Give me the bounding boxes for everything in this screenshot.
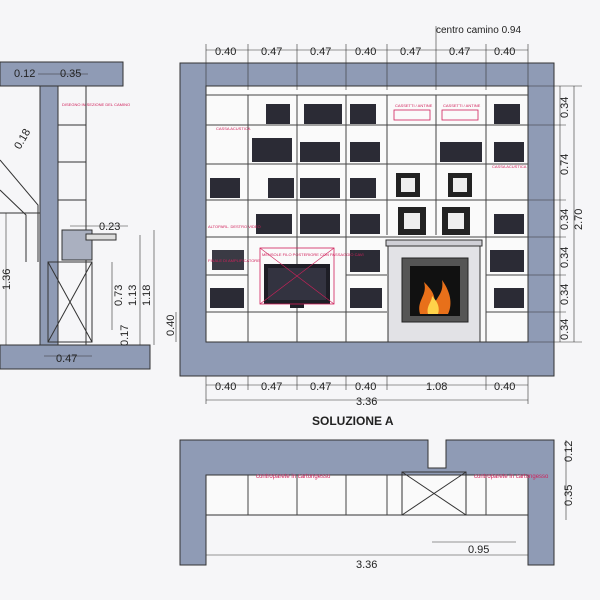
plan-dim-total: 3.36 (356, 559, 377, 571)
plan-label-left: controparete in cartongesso (256, 474, 331, 480)
dim-section-047: 0.47 (56, 353, 77, 365)
right-dimension-chain (528, 85, 582, 343)
plan-wall (179, 439, 555, 566)
section-floor-slab (0, 344, 151, 370)
section-note-line1: DISEGNO IN SEZIONE DEL CAMINO (62, 102, 130, 107)
dim-right-5: 0.34 (559, 284, 571, 305)
section-back-wall (39, 85, 59, 351)
fireplace (385, 239, 483, 343)
dim-section-113: 1.13 (127, 285, 139, 306)
dim-bottom-1: 0.40 (215, 381, 236, 393)
dim-top-5: 0.47 (400, 46, 421, 58)
plan-dim-012: 0.12 (563, 441, 575, 462)
label-tv-note: MENSOLE FILO POSTERIORE CON PASSAGGIO CA… (262, 252, 364, 257)
dim-top-6: 0.47 (449, 46, 470, 58)
label-cassa-acustica-right: CASSA ACUSTICA (492, 164, 527, 169)
dim-left-040: 0.40 (165, 315, 177, 336)
fire-flame-icon (419, 280, 451, 314)
dim-section-073: 0.73 (113, 285, 125, 306)
dim-bottom-5: 1.08 (426, 381, 447, 393)
label-speaker-left: ALTOPARL. DESTRO VIDEO (208, 224, 261, 229)
label-amp-left: FINALE DI AMPLIFICATORE (208, 258, 260, 263)
bottom-dimension-chain (205, 376, 529, 404)
elevation-title: SOLUZIONE A (312, 414, 394, 428)
dim-section-017: 0.17 (119, 325, 131, 346)
dim-right-6: 0.34 (559, 319, 571, 340)
dim-bottom-2: 0.47 (261, 381, 282, 393)
dim-top-4: 0.40 (355, 46, 376, 58)
tv (259, 247, 335, 308)
dim-top-2: 0.47 (261, 46, 282, 58)
centro-camino-label: centro camino 0.94 (436, 25, 521, 36)
plan-view: controparete in cartongesso controparete… (179, 439, 575, 571)
dim-top-3: 0.47 (310, 46, 331, 58)
top-dimension-chain (205, 26, 529, 90)
books (210, 104, 524, 308)
dim-top-1: 0.40 (215, 46, 236, 58)
picture-frames (393, 109, 479, 235)
dim-right-1: 0.34 (559, 97, 571, 118)
dim-total-width: 3.36 (356, 396, 377, 408)
dim-section-118: 1.18 (141, 285, 153, 306)
dim-section-top-a: 0.12 (14, 68, 35, 80)
dim-right-3: 0.34 (559, 209, 571, 230)
plan-label-right: controparete in cartongesso (474, 474, 549, 480)
dim-bottom-6: 0.40 (494, 381, 515, 393)
dim-right-4: 0.34 (559, 247, 571, 268)
dim-right-2: 0.74 (559, 154, 571, 175)
label-cassa-acustica-left: CASSA ACUSTICA (216, 126, 251, 131)
label-vetrina-1: CASSETTI / ANTINE (395, 103, 433, 108)
plan-dim-035: 0.35 (563, 485, 575, 506)
dim-section-136: 1.36 (1, 269, 13, 290)
front-elevation: CASSA ACUSTICA CASSA ACUSTICA ALTOPARL. … (165, 25, 585, 428)
dim-top-7: 0.40 (494, 46, 515, 58)
label-vetrina-2: CASSETTI / ANTINE (443, 103, 481, 108)
dim-section-018: 0.18 (12, 127, 33, 152)
side-section-view: DISEGNO IN SEZIONE DEL CAMINO 0.12 0.35 … (0, 61, 155, 370)
dim-bottom-3: 0.47 (310, 381, 331, 393)
dim-total-height: 2.70 (573, 209, 585, 230)
dim-section-023: 0.23 (99, 221, 120, 233)
plan-dim-095: 0.95 (468, 544, 489, 556)
dim-bottom-4: 0.40 (355, 381, 376, 393)
